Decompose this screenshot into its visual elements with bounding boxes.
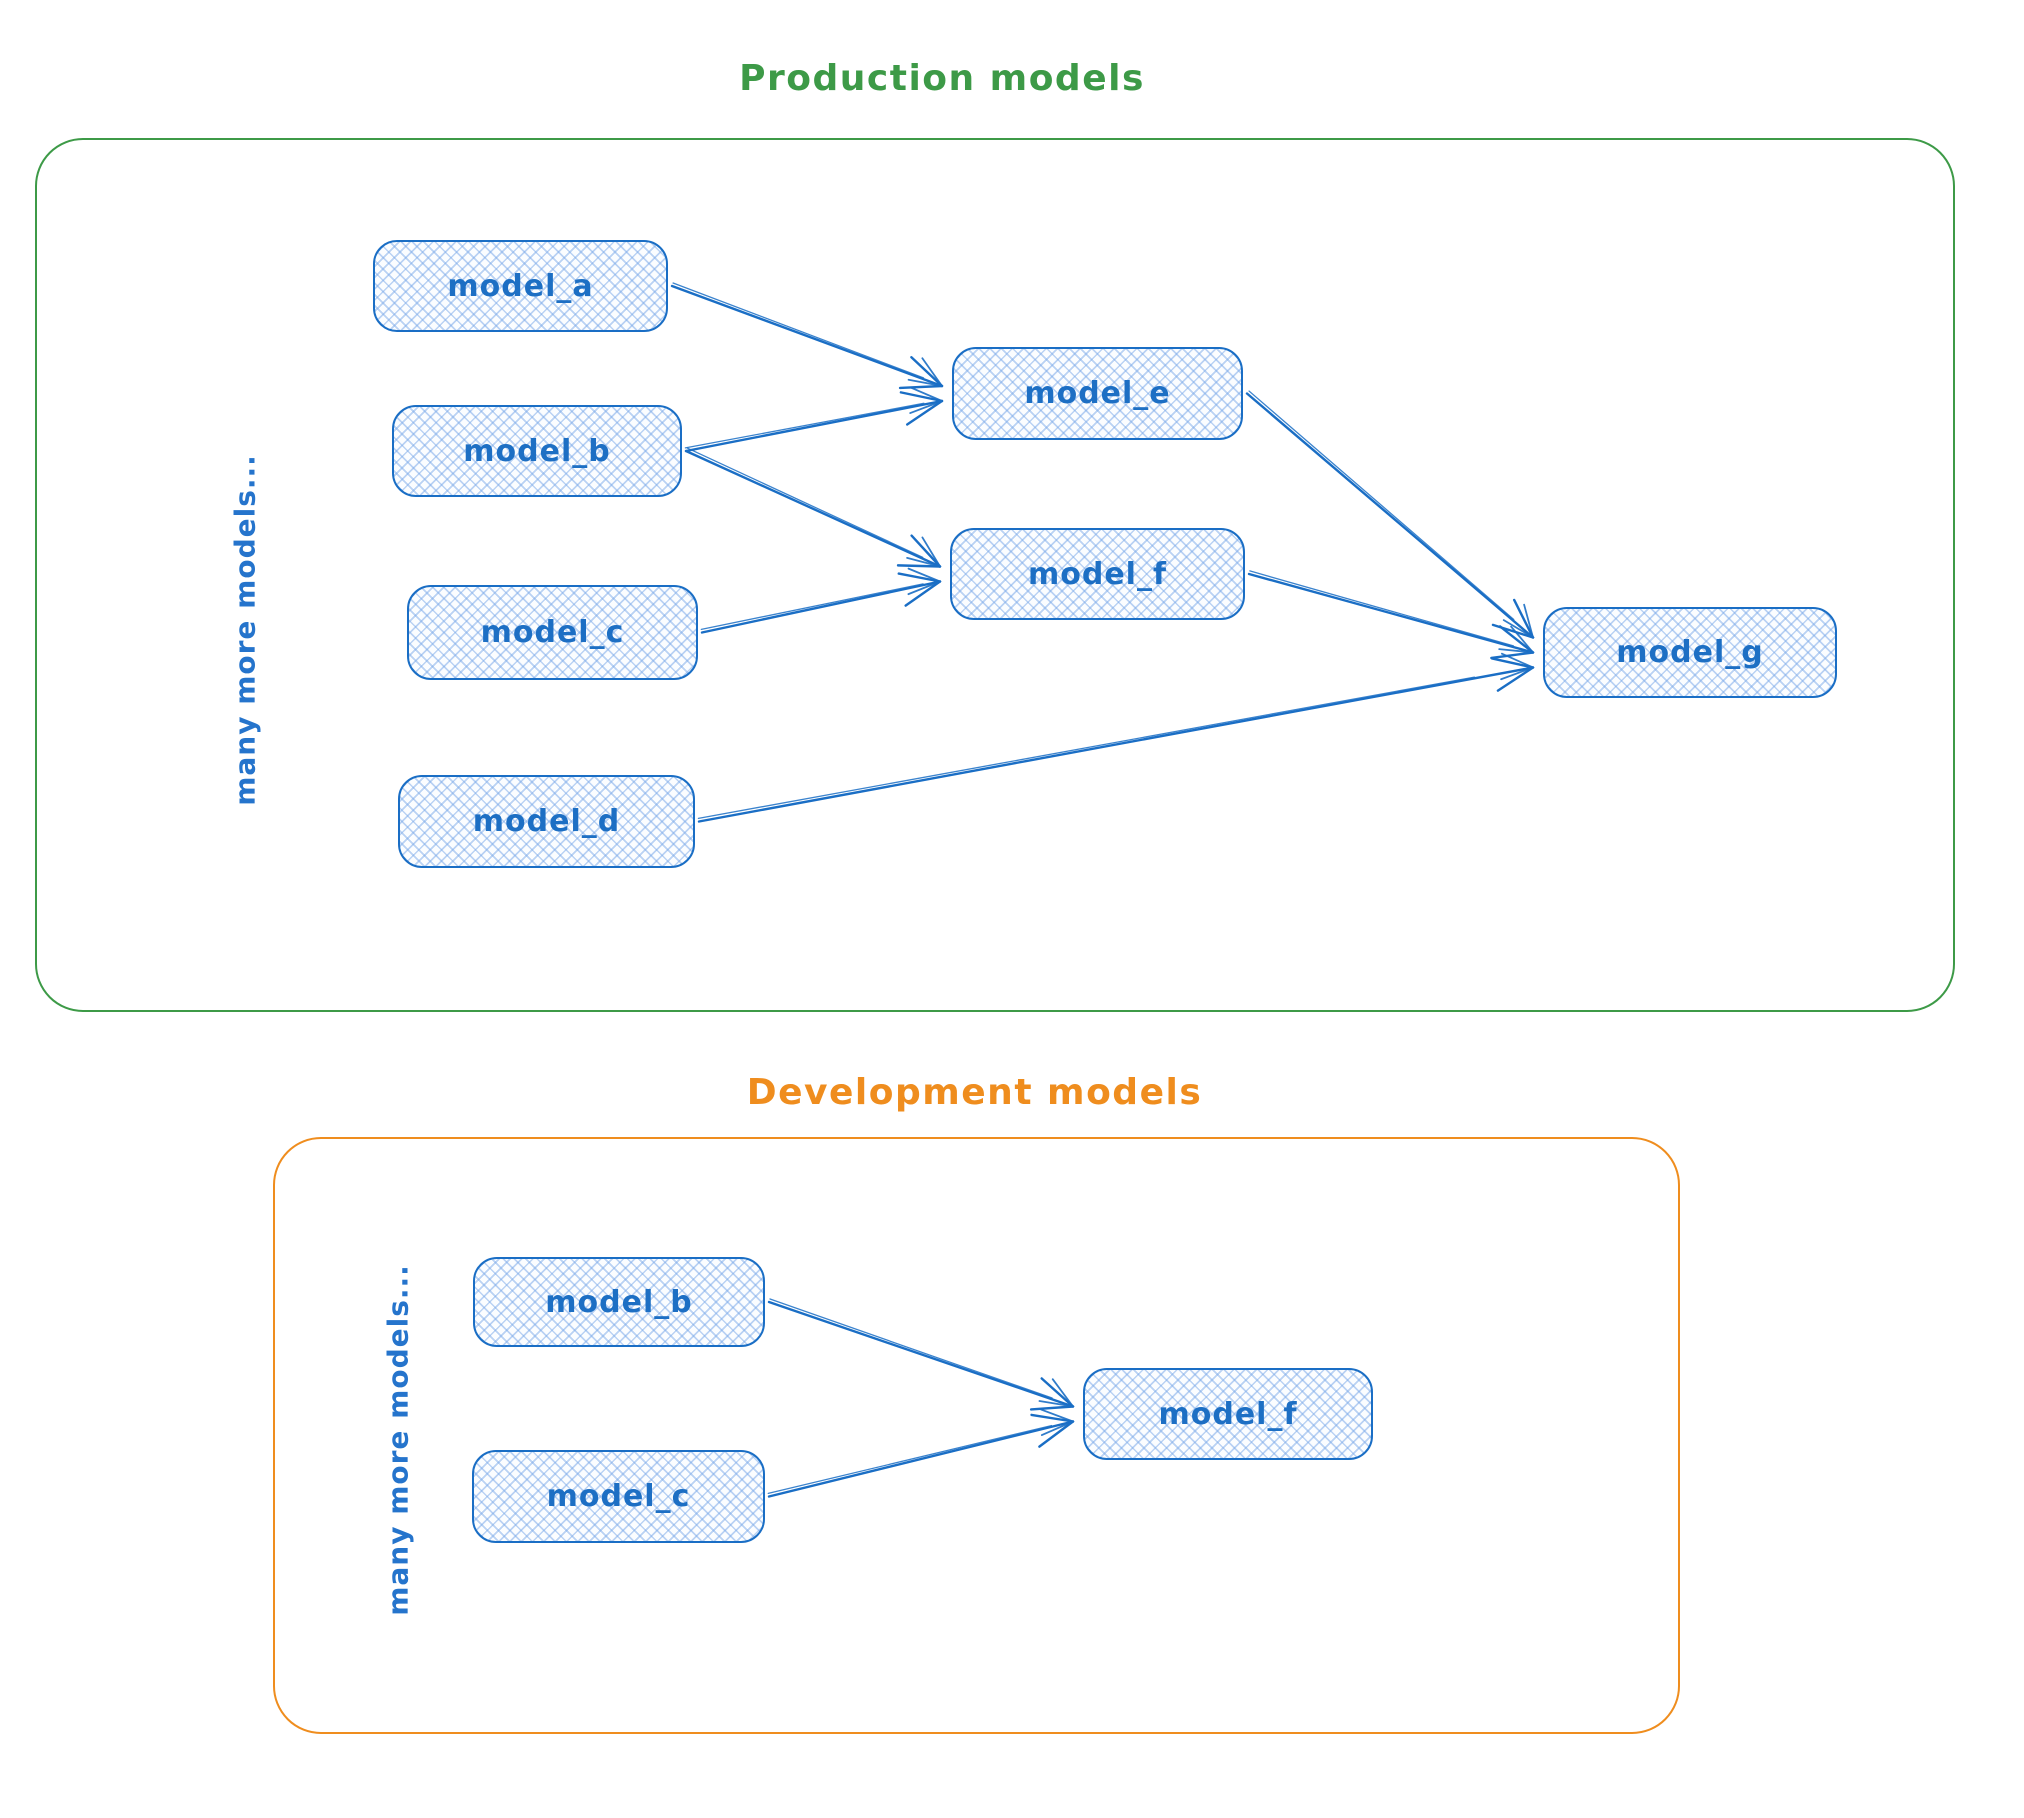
node-label: model_e xyxy=(1024,376,1171,411)
production-side-label: many more models... xyxy=(228,454,262,806)
node-label: model_f xyxy=(1027,556,1168,592)
production-title: Production models xyxy=(739,58,1145,99)
node-model-f-dev[interactable]: model_f xyxy=(1083,1368,1373,1460)
node-model-b[interactable]: model_b xyxy=(392,405,682,497)
node-label: model_b xyxy=(463,433,611,469)
node-label: model_d xyxy=(472,804,621,839)
node-model-g[interactable]: model_g xyxy=(1543,607,1837,698)
node-label: model_c xyxy=(546,1479,691,1514)
node-model-d[interactable]: model_d xyxy=(398,775,695,868)
development-title: Development models xyxy=(746,1072,1203,1113)
production-container xyxy=(35,138,1955,1012)
node-model-a[interactable]: model_a xyxy=(373,240,668,332)
node-model-c[interactable]: model_c xyxy=(407,585,698,680)
node-label: model_b xyxy=(545,1284,693,1320)
node-label: model_g xyxy=(1616,635,1764,670)
node-model-f[interactable]: model_f xyxy=(950,528,1245,620)
node-label: model_c xyxy=(480,615,625,650)
node-model-b-dev[interactable]: model_b xyxy=(473,1257,765,1347)
development-container xyxy=(273,1137,1680,1734)
node-model-e[interactable]: model_e xyxy=(952,347,1243,440)
node-model-c-dev[interactable]: model_c xyxy=(472,1450,765,1543)
node-label: model_f xyxy=(1158,1396,1298,1432)
development-side-label: many more models... xyxy=(381,1264,415,1616)
node-label: model_a xyxy=(447,268,594,304)
